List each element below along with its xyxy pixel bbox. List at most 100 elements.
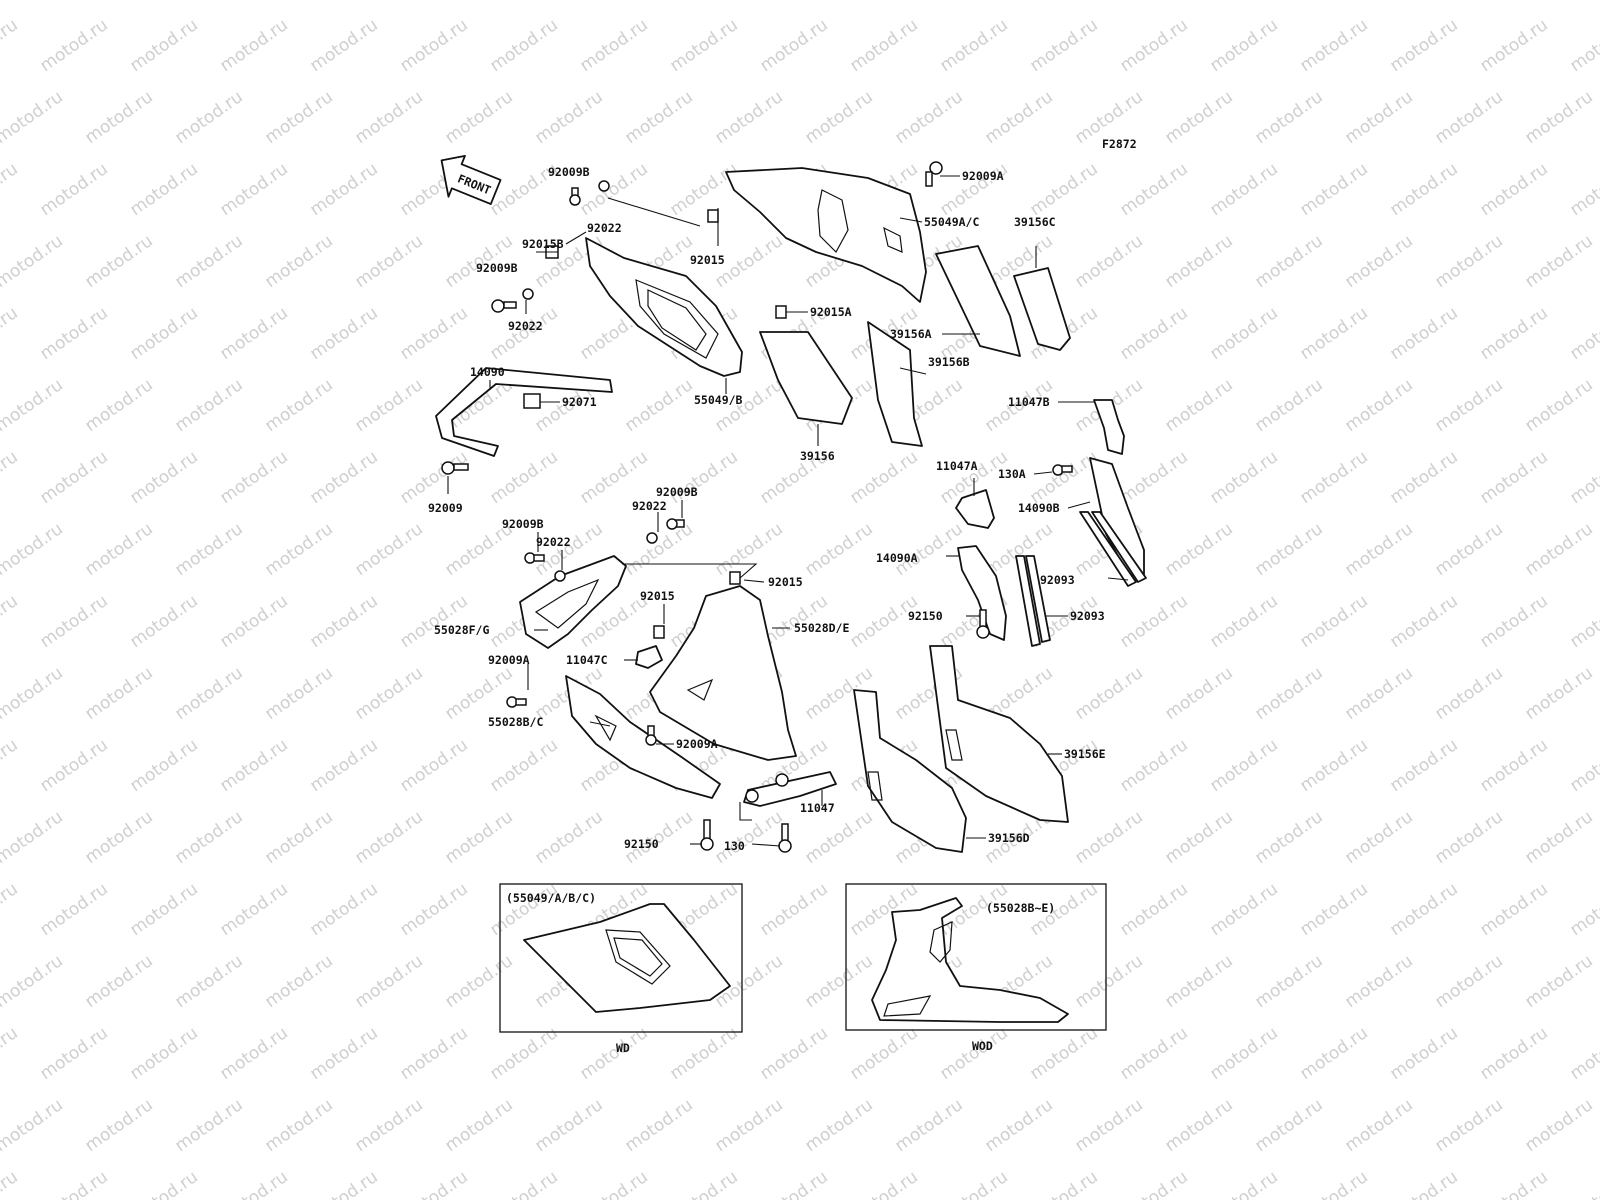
watermark-text: motod.ru	[81, 519, 156, 580]
watermark-text: motod.ru	[1206, 15, 1281, 76]
watermark-text: motod.ru	[1206, 1023, 1281, 1084]
watermark-text: motod.ru	[1116, 879, 1191, 940]
watermark-text: motod.ru	[846, 447, 921, 508]
watermark-text: motod.ru	[306, 591, 381, 652]
watermark-text: motod.ru	[621, 519, 696, 580]
under-cover-55028BC	[565, 675, 721, 799]
watermark-text: motod.ru	[126, 1023, 201, 1084]
callout-92150: 92150	[908, 609, 943, 623]
watermark-text: motod.ru	[891, 1095, 966, 1156]
watermark-text: motod.ru	[1116, 735, 1191, 796]
watermark-text: motod.ru	[1071, 0, 1146, 4]
watermark-text: motod.ru	[621, 375, 696, 436]
watermark-text: motod.ru	[1431, 951, 1506, 1012]
watermark-text: motod.ru	[981, 1095, 1056, 1156]
watermark-text: motod.ru	[0, 807, 67, 868]
watermark-text: motod.ru	[1116, 1023, 1191, 1084]
watermark-text: motod.ru	[756, 15, 831, 76]
watermark-text: motod.ru	[1296, 1167, 1371, 1200]
watermark-text: motod.ru	[486, 735, 561, 796]
watermark-text: motod.ru	[351, 1095, 426, 1156]
watermark-text: motod.ru	[351, 663, 426, 724]
watermark-text: motod.ru	[216, 447, 291, 508]
watermark-text: motod.ru	[1566, 15, 1600, 76]
watermark-text: motod.ru	[1521, 519, 1596, 580]
watermark-text: motod.ru	[1341, 87, 1416, 148]
watermark-text: motod.ru	[1341, 0, 1416, 4]
watermark-text: motod.ru	[756, 1167, 831, 1200]
watermark-text: motod.ru	[1116, 447, 1191, 508]
damper-92071-icon	[523, 393, 541, 409]
leader-lines	[447, 175, 1129, 847]
watermark-text: motod.ru	[1476, 735, 1551, 796]
watermark-text: motod.ru	[216, 15, 291, 76]
watermark-text: motod.ru	[1431, 663, 1506, 724]
watermark-text: motod.ru	[81, 375, 156, 436]
watermark-text: motod.ru	[306, 735, 381, 796]
watermark-text: motod.ru	[1071, 663, 1146, 724]
bolt-92009-icon	[441, 461, 469, 475]
watermark-text: motod.ru	[1431, 231, 1506, 292]
watermark-text: motod.ru	[1386, 159, 1461, 220]
watermark-text: motod.ru	[1386, 447, 1461, 508]
clip-92015-icon	[729, 571, 741, 585]
watermark-text: motod.ru	[801, 807, 876, 868]
callout-39156: 39156	[800, 449, 835, 463]
watermark-text: motod.ru	[1566, 447, 1600, 508]
watermark-text: motod.ru	[486, 15, 561, 76]
watermark-text: motod.ru	[1566, 303, 1600, 364]
watermark-text: motod.ru	[1431, 519, 1506, 580]
inset-wd-frame	[499, 883, 743, 1033]
watermark-text: motod.ru	[306, 1167, 381, 1200]
watermark-text: motod.ru	[711, 807, 786, 868]
watermark-text: motod.ru	[1476, 447, 1551, 508]
watermark-text: motod.ru	[1341, 663, 1416, 724]
watermark-text: motod.ru	[261, 807, 336, 868]
callout-92009A: 92009A	[676, 737, 718, 751]
watermark-text: motod.ru	[1476, 1023, 1551, 1084]
callout-92009B: 92009B	[548, 165, 590, 179]
watermark-text: motod.ru	[1251, 87, 1326, 148]
watermark-text: motod.ru	[756, 1023, 831, 1084]
watermark-text: motod.ru	[666, 15, 741, 76]
watermark-text: motod.ru	[1341, 951, 1416, 1012]
callout-55028FG: 55028F/G	[434, 623, 489, 637]
collar-92022-icon	[522, 288, 534, 300]
callout-92071: 92071	[562, 395, 597, 409]
watermark-text: motod.ru	[0, 231, 67, 292]
callout-92022: 92022	[632, 499, 667, 513]
callout-55028DE: 55028D/E	[794, 621, 849, 635]
watermark-text: motod.ru	[306, 1023, 381, 1084]
callout-39156A: 39156A	[890, 327, 932, 341]
bolt-92150-icon	[976, 609, 990, 639]
watermark-text: motod.ru	[126, 15, 201, 76]
callout-39156D: 39156D	[988, 831, 1030, 845]
inner-cover-55028FG	[519, 555, 627, 649]
watermark-text: motod.ru	[1161, 663, 1236, 724]
pad-39156C	[1013, 267, 1071, 351]
watermark-text: motod.ru	[1476, 879, 1551, 940]
watermark-text: motod.ru	[36, 1167, 111, 1200]
watermark-text: motod.ru	[486, 879, 561, 940]
callout-11047B: 11047B	[1008, 395, 1050, 409]
front-arrow-icon: FRONT	[440, 154, 502, 205]
watermark-text: motod.ru	[126, 1167, 201, 1200]
watermark-text: motod.ru	[1116, 303, 1191, 364]
bracket-14090A	[957, 545, 1007, 641]
callout-39156E: 39156E	[1064, 747, 1106, 761]
watermark-text: motod.ru	[261, 1095, 336, 1156]
callout-130: 130	[724, 839, 745, 853]
watermark-text: motod.ru	[1251, 663, 1326, 724]
watermark-text: motod.ru	[396, 1023, 471, 1084]
watermark-text: motod.ru	[0, 1023, 22, 1084]
watermark-text: motod.ru	[1251, 231, 1326, 292]
bolt-92009B-icon	[569, 187, 581, 206]
watermark-text: motod.ru	[891, 0, 966, 4]
watermark-text: motod.ru	[1116, 1167, 1191, 1200]
watermark-text: motod.ru	[126, 591, 201, 652]
watermark-text: motod.ru	[846, 1167, 921, 1200]
watermark-text: motod.ru	[846, 15, 921, 76]
watermark-text: motod.ru	[891, 87, 966, 148]
callout-92015: 92015	[690, 253, 725, 267]
inset-wd: (55049/A/B/C) WD	[499, 883, 743, 1055]
